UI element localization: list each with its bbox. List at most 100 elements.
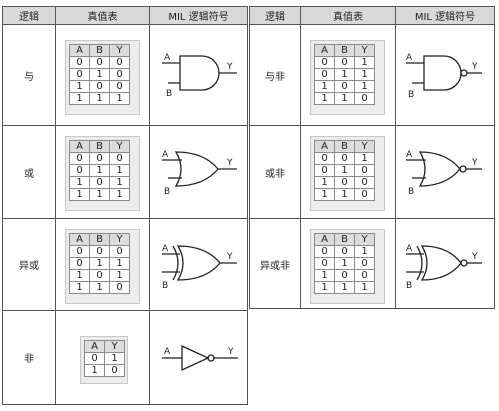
truth-table-cell: 1 (69, 269, 90, 282)
truth-table-cell: 1 (314, 92, 335, 105)
truth-table-cell: 0 (334, 152, 355, 165)
truth-table-cell: 1 (89, 281, 110, 294)
truth-table-cell: 0 (69, 56, 90, 69)
truth-table-cell: 1 (354, 152, 375, 165)
logic-name-or: 或 (24, 168, 34, 180)
input-a-label: A (164, 347, 171, 357)
truth-table-column-header: A (69, 233, 90, 246)
truth-table-cell: 1 (109, 176, 130, 189)
xnor-gate-symbol: A B Y (406, 244, 482, 291)
input-a-label: A (162, 150, 169, 160)
logic-name-not: 非 (24, 354, 34, 365)
truth-table-column-header: Y (104, 340, 125, 353)
truth-table-cell: 1 (334, 257, 355, 270)
truth-table-column-header: Y (354, 44, 375, 57)
truth-table-cell: 0 (354, 269, 375, 282)
truth-table-cell: 1 (354, 80, 375, 93)
truth-table-cell: 1 (69, 281, 90, 294)
header-truth-left: 真值表 (56, 7, 149, 24)
truth-table-cell: 0 (354, 257, 375, 270)
truth-table-cell: 1 (89, 257, 110, 270)
truth-table-cell: 0 (89, 269, 110, 282)
input-b-label: B (406, 281, 412, 291)
input-b-label: B (408, 90, 414, 100)
truth-table-column-header: Y (354, 140, 375, 153)
truth-table-cell: 0 (334, 269, 355, 282)
truth-table-cell: 1 (334, 68, 355, 81)
output-y-label: Y (471, 158, 478, 168)
truth-table-cell: 1 (314, 176, 335, 189)
not-gate-symbol: A Y (162, 344, 238, 372)
truth-table-cell: 0 (109, 152, 130, 165)
truth-table-cell: 0 (109, 80, 130, 93)
input-a-label: A (406, 53, 413, 63)
truth-table-column-header: B (334, 233, 355, 246)
input-a-label: A (164, 53, 171, 63)
xor-gate-symbol: A B Y (162, 244, 237, 291)
input-b-label: B (408, 187, 414, 197)
logic-name-xnor: 异或非 (260, 260, 290, 272)
truth-table-cell: 0 (84, 352, 105, 365)
truth-table-cell: 1 (109, 257, 130, 270)
or-gate-symbol: A B Y (162, 150, 237, 197)
truth-table-column-header: Y (109, 140, 130, 153)
truth-table-cell: 0 (334, 245, 355, 258)
truth-table-cell: 0 (89, 152, 110, 165)
input-a-label: A (162, 244, 169, 254)
input-b-label: B (164, 187, 170, 197)
truth-table-cell: 0 (314, 164, 335, 177)
truth-table-cell: 1 (314, 281, 335, 294)
truth-table-cell: 1 (314, 80, 335, 93)
truth-table-cell: 1 (89, 68, 110, 81)
truth-table-column-header: B (89, 140, 110, 153)
truth-table-cell: 0 (354, 92, 375, 105)
truth-table-cell: 1 (84, 364, 105, 377)
header-logic-left: 逻辑 (3, 7, 55, 24)
truth-table-cell: 0 (69, 164, 90, 177)
truth-table-cell: 0 (109, 281, 130, 294)
truth-table-cell: 0 (109, 245, 130, 258)
truth-table-cell: 1 (314, 188, 335, 201)
truth-table-cell: 1 (69, 188, 90, 201)
truth-table-cell: 0 (69, 152, 90, 165)
truth-table-column-header: Y (109, 233, 130, 246)
truth-table-cell: 0 (69, 257, 90, 270)
truth-table-cell: 1 (109, 92, 130, 105)
truth-table-column-header: A (314, 44, 335, 57)
truth-table-cell: 1 (69, 80, 90, 93)
truth-table-cell: 1 (334, 92, 355, 105)
output-y-label: Y (226, 158, 233, 168)
input-a-label: A (406, 150, 413, 160)
header-logic-right: 逻辑 (250, 7, 300, 24)
truth-table-column-header: B (334, 140, 355, 153)
output-y-label: Y (226, 252, 233, 262)
truth-table-cell: 1 (89, 164, 110, 177)
truth-table-cell: 1 (89, 92, 110, 105)
truth-table-column-header: A (69, 140, 90, 153)
logic-name-and: 与 (24, 71, 34, 83)
truth-table-cell: 0 (314, 152, 335, 165)
truth-table-column-header: A (69, 44, 90, 57)
truth-table-column-header: A (314, 140, 335, 153)
truth-table-cell: 0 (69, 68, 90, 81)
